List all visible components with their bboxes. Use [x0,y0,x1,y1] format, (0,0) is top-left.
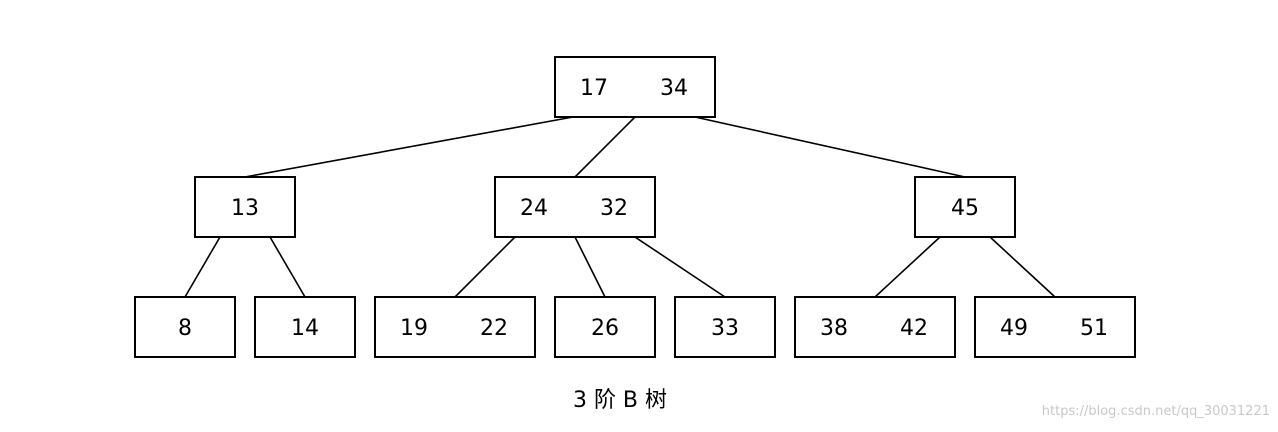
node-key: 24 [520,196,548,221]
node-key: 17 [580,76,608,101]
node-key: 45 [951,196,979,221]
tree-node: 26 [554,296,656,358]
tree-node: 49 51 [974,296,1136,358]
watermark-url: https://blog.csdn.net/qq_30031221 [1041,404,1270,419]
tree-edges [184,116,1056,298]
tree-node: 8 [134,296,236,358]
node-key: 51 [1080,316,1108,341]
node-box [494,176,656,238]
node-key: 38 [820,316,848,341]
node-box [134,296,236,358]
node-box [254,296,356,358]
node-box [554,56,716,118]
edge-root-to-n13 [244,116,574,178]
node-key: 22 [480,316,508,341]
edge-n24_32-to-l19_22 [454,236,516,298]
edge-n45-to-l49_51 [989,236,1056,298]
node-key: 34 [660,76,688,101]
node-box [794,296,956,358]
node-key: 19 [400,316,428,341]
tree-node: 33 [674,296,776,358]
node-key: 26 [591,316,619,341]
node-key: 8 [178,316,192,341]
edge-root-to-n45 [694,116,966,178]
edge-n24_32-to-l33 [634,236,726,298]
node-box [554,296,656,358]
edge-n13-to-l14 [269,236,306,298]
diagram-caption: 3 阶 B 树 [572,388,668,413]
node-key: 32 [600,196,628,221]
node-key: 49 [1000,316,1028,341]
tree-node: 13 [194,176,296,238]
node-key: 13 [231,196,259,221]
node-key: 42 [900,316,928,341]
tree-node: 38 42 [794,296,956,358]
edge-root-to-n24_32 [574,116,636,178]
node-box [914,176,1016,238]
tree-node: 24 32 [494,176,656,238]
node-box [194,176,296,238]
node-box [974,296,1136,358]
node-box [674,296,776,358]
node-key: 33 [711,316,739,341]
tree-node: 14 [254,296,356,358]
edge-n24_32-to-l26 [574,236,606,298]
node-box [374,296,536,358]
tree-node: 45 [914,176,1016,238]
node-key: 14 [291,316,319,341]
edge-n13-to-l8 [184,236,221,298]
edge-n45-to-l38_42 [874,236,941,298]
